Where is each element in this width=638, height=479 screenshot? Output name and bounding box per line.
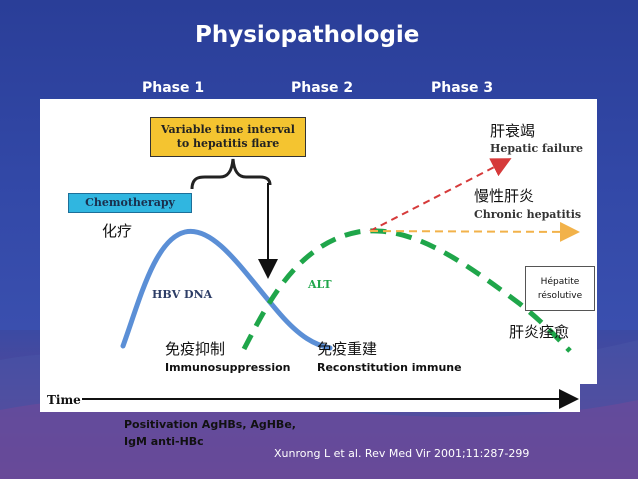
interval-line-1: Variable time interval [161, 123, 295, 136]
immunosuppression-cn-label: 免疫抑制 [165, 340, 226, 358]
resolution-line-1: Hépatite [540, 277, 580, 287]
time-label: Time [47, 393, 81, 407]
diagram-panel [40, 99, 597, 384]
interval-line-2: to hepatitis flare [176, 137, 280, 150]
hepatic-failure-label: Hepatic failure [490, 142, 584, 155]
immunosuppression-label: Immunosuppression [165, 361, 291, 374]
alt-label: ALT [308, 278, 332, 291]
chronic-label: Chronic hepatitis [474, 208, 582, 221]
resolution-line-2: résolutive [537, 291, 583, 301]
hepatic-failure-cn-label: 肝衰竭 [490, 122, 536, 140]
alt-curve [241, 228, 572, 353]
hbv-dna-curve [120, 228, 333, 351]
reconstitution-cn-label: 免疫重建 [317, 340, 378, 358]
variable-interval-box: Variable time interval to hepatitis flar… [150, 117, 306, 157]
reconstitution-label: Reconstitution immune [317, 361, 462, 374]
phase-2-label: Phase 2 [291, 80, 354, 96]
positivation-note: Positivation AgHBs, AgHBe, IgM anti-HBc [124, 416, 296, 450]
chemotherapy-box: Chemotherapy [68, 193, 192, 213]
hepatic-failure-arrow [369, 158, 512, 232]
diagram-canvas [82, 158, 580, 409]
chronic-cn-label: 慢性肝炎 [474, 187, 535, 205]
hbv-dna-label: HBV DNA [152, 288, 213, 301]
chemo-cn-label: 化疗 [102, 222, 133, 240]
chronic-hepatitis-arrow [369, 221, 580, 242]
positivation-line-1: Positivation AgHBs, AgHBe, [124, 418, 296, 431]
phase-3-label: Phase 3 [431, 80, 494, 96]
interval-brace [190, 158, 272, 190]
resolution-box: Hépatite résolutive [525, 266, 595, 311]
positivation-line-2: IgM anti-HBc [124, 435, 204, 448]
phase-1-label: Phase 1 [142, 80, 205, 96]
slide-title: Physiopathologie [195, 22, 420, 48]
reference-citation: Xunrong L et al. Rev Med Vir 2001;11:287… [274, 447, 530, 460]
recovery-cn-label: 肝炎痊愈 [509, 323, 570, 341]
